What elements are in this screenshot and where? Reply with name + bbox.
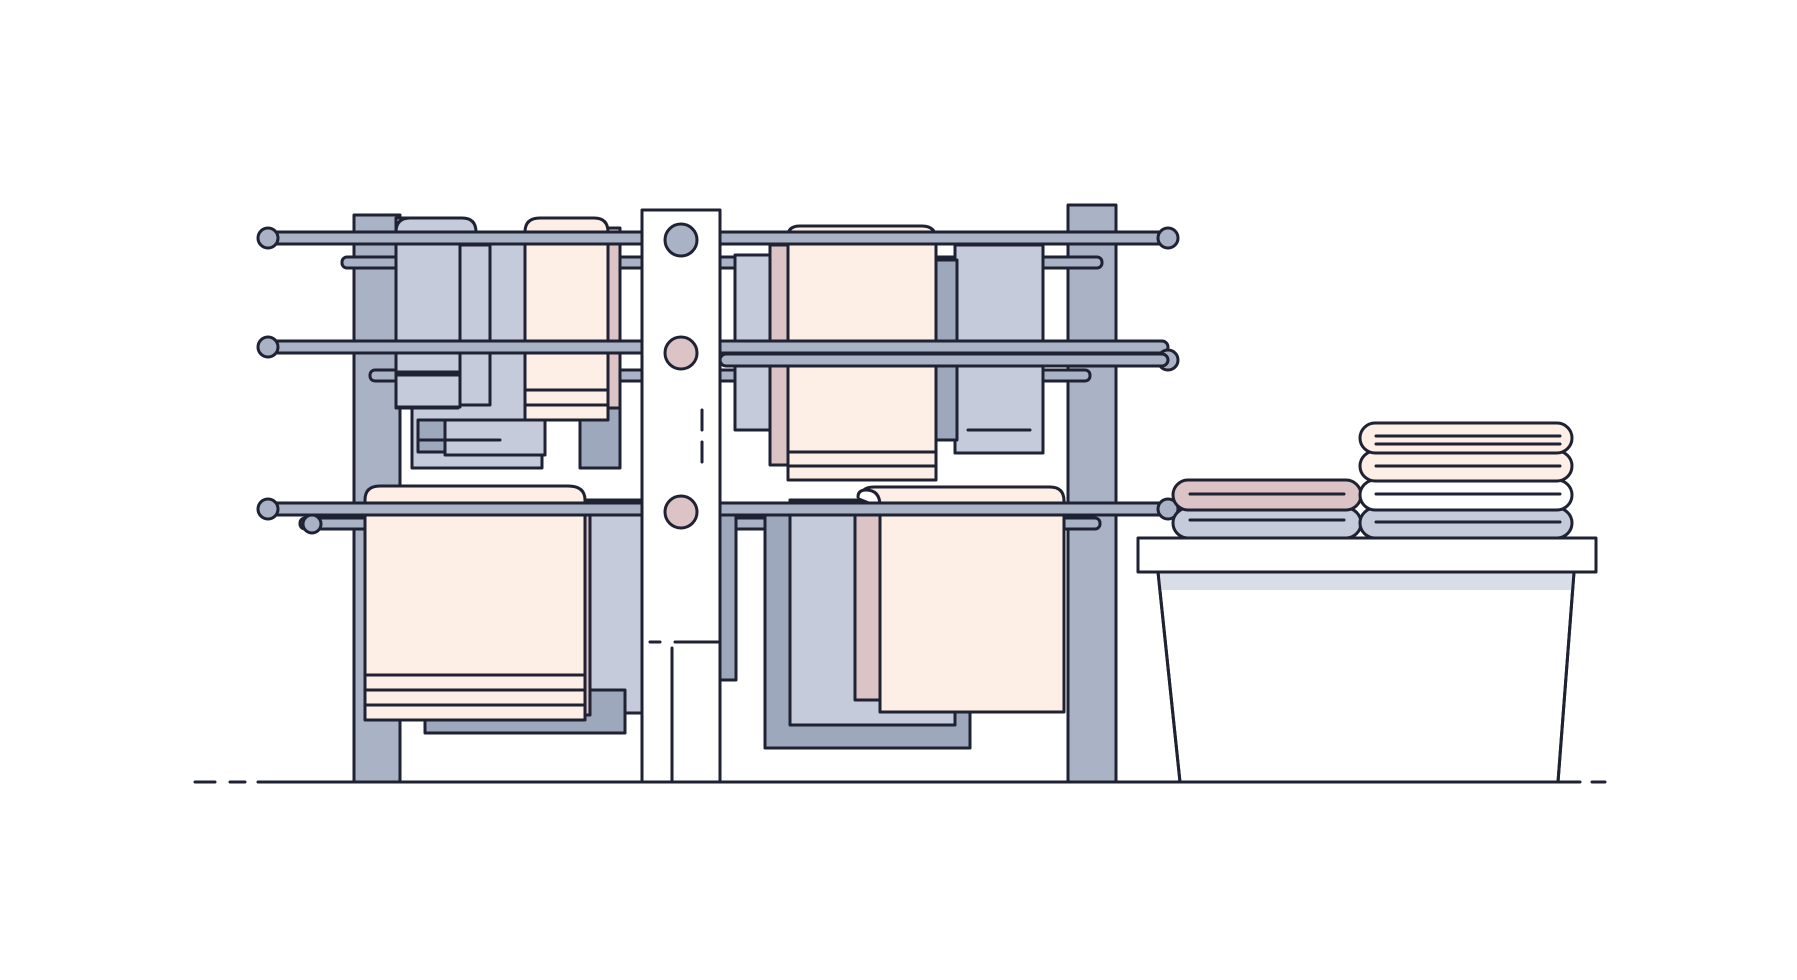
knob-bottom bbox=[663, 494, 699, 530]
basin-icon bbox=[1136, 536, 1598, 784]
knob-middle bbox=[663, 335, 699, 371]
towel-left-bottom-peach bbox=[363, 484, 592, 722]
rack-frame-right-post bbox=[1066, 203, 1118, 784]
towel-left-top-peach bbox=[523, 216, 622, 470]
knob-top bbox=[663, 222, 699, 258]
towel-right-bottom-peach bbox=[853, 485, 1066, 714]
front-rail-middle bbox=[256, 335, 1180, 372]
towel-left-top-gray-front bbox=[394, 216, 492, 410]
rack-center-column bbox=[640, 208, 722, 784]
folded-towel-stack-left bbox=[1171, 478, 1363, 540]
folded-towel-stack-right bbox=[1358, 421, 1574, 540]
